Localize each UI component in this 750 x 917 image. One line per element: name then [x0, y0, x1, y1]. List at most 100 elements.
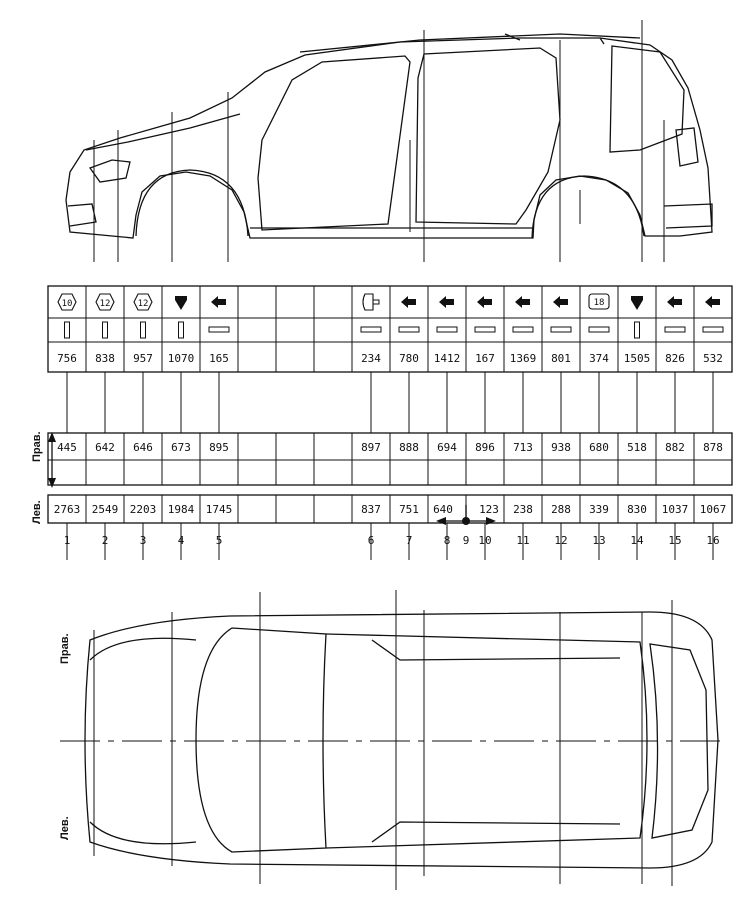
- side-view-headlamp: [88, 159, 131, 183]
- table-symbol-2: 12: [95, 293, 115, 339]
- right-value: 694: [437, 441, 457, 454]
- clip-icon: [362, 293, 374, 311]
- table-symbol-14: [631, 296, 643, 339]
- table-symbol-11: [512, 296, 534, 333]
- index-label: 5: [216, 534, 223, 547]
- right-value: 646: [133, 441, 153, 454]
- clip-tab-icon: [372, 299, 380, 305]
- badge-label: 18: [594, 298, 605, 308]
- ref-value: 957: [133, 352, 153, 365]
- left-value: 339: [589, 503, 609, 516]
- left-arrow-icon: [477, 296, 492, 308]
- left-arrow-icon: [667, 296, 682, 308]
- table-symbol-5: [208, 296, 230, 333]
- hex-nut-icon: [95, 293, 115, 311]
- index-label: 3: [140, 534, 147, 547]
- plan-view-measure-lines: [93, 590, 673, 890]
- side-arrow: [48, 432, 56, 488]
- left-value: 1037: [662, 503, 689, 516]
- left-value: 830: [627, 503, 647, 516]
- plan-view-rear-glass: [649, 643, 709, 839]
- left-arrow-icon: [211, 296, 226, 308]
- plan-view-body-outline: [84, 611, 719, 869]
- left-arrow-icon: [401, 296, 416, 308]
- ref-value: 374: [589, 352, 609, 365]
- plug-badge-icon: [588, 293, 610, 310]
- slot-icon: [702, 326, 724, 333]
- left-value: 2763: [54, 503, 81, 516]
- plan-view: [60, 590, 725, 890]
- index-label: 13: [592, 534, 605, 547]
- index-label: 6: [368, 534, 375, 547]
- hex-nut-icon: [133, 293, 153, 311]
- index-label: 16: [706, 534, 719, 547]
- index-label: 7: [406, 534, 413, 547]
- center-arrow-left-icon: [436, 517, 446, 525]
- index-label: 10: [478, 534, 491, 547]
- slot-icon: [360, 326, 382, 333]
- plan-view-windscreen: [195, 627, 327, 853]
- side-view-rear-arch: [531, 175, 645, 239]
- table-symbol-16: [702, 296, 724, 333]
- ref-value: 1369: [510, 352, 537, 365]
- table-symbol-10: [474, 296, 496, 333]
- left-side-label: Лев.: [31, 500, 43, 524]
- slot-icon: [512, 326, 534, 333]
- slot-icon: [550, 326, 572, 333]
- left-value: 751: [399, 503, 419, 516]
- down-arrow-icon: [631, 296, 643, 310]
- ref-value: 1505: [624, 352, 651, 365]
- table-symbol-15: [664, 296, 686, 333]
- badge-label: 12: [138, 299, 149, 309]
- left-arrow-icon: [705, 296, 720, 308]
- slot-icon: [588, 326, 610, 333]
- left-plan-label: Лев.: [59, 816, 71, 840]
- left-value: 123: [479, 503, 499, 516]
- left-value: 238: [513, 503, 533, 516]
- left-arrow-icon: [439, 296, 454, 308]
- slot-icon: [474, 326, 496, 333]
- bolt-icon: [64, 321, 70, 339]
- right-value: 518: [627, 441, 647, 454]
- ref-value: 780: [399, 352, 419, 365]
- right-value: 680: [589, 441, 609, 454]
- ref-value: 167: [475, 352, 495, 365]
- side-arrow-down-icon: [48, 478, 56, 488]
- index-label: 4: [178, 534, 185, 547]
- side-view-measure-lines: [93, 20, 665, 262]
- left-value: 1745: [206, 503, 233, 516]
- right-value: 673: [171, 441, 191, 454]
- table-symbol-3: 12: [133, 293, 153, 339]
- ref-value: 532: [703, 352, 723, 365]
- left-value: 640: [433, 503, 453, 516]
- plan-view-left-rail: [371, 821, 621, 843]
- right-value: 896: [475, 441, 495, 454]
- left-arrow-icon: [553, 296, 568, 308]
- plan-view-hood: [89, 637, 197, 845]
- table-symbols: 10 12 12 18: [57, 293, 724, 339]
- ref-value: 234: [361, 352, 381, 365]
- index-label: 14: [630, 534, 644, 547]
- badge-label: 10: [62, 299, 73, 309]
- hex-nut-icon: [57, 293, 77, 311]
- center-marker: 9: [436, 505, 496, 547]
- right-value: 713: [513, 441, 533, 454]
- slot-icon: [436, 326, 458, 333]
- right-value: 878: [703, 441, 723, 454]
- right-value: 445: [57, 441, 77, 454]
- side-arrow-up-icon: [48, 432, 56, 442]
- side-view-body-outline: [65, 37, 713, 239]
- index-label: 2: [102, 534, 109, 547]
- side-view-tail-lamp: [675, 127, 699, 167]
- side-view-bumper: [67, 203, 97, 227]
- ref-value: 826: [665, 352, 685, 365]
- table-symbol-6: [360, 293, 382, 333]
- right-value: 938: [551, 441, 571, 454]
- side-view-front-door: [257, 55, 411, 231]
- ref-value: 1412: [434, 352, 461, 365]
- side-view-rear-window: [609, 45, 685, 153]
